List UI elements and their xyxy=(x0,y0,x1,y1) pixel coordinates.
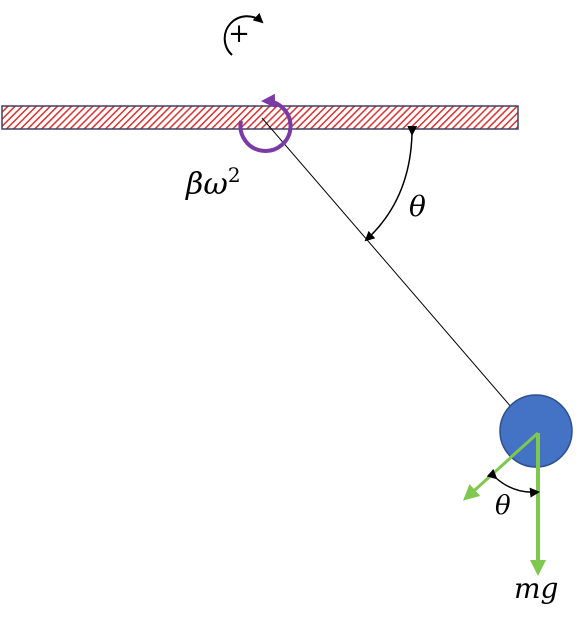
damping-torque-label: βω2 xyxy=(185,163,241,202)
weight-label: mg xyxy=(514,572,558,605)
angle-arc-force xyxy=(486,468,540,498)
ceiling-support xyxy=(1,105,519,130)
sign-convention-label: + xyxy=(228,19,250,49)
force-component-origin xyxy=(509,431,539,460)
angle-arc-main xyxy=(364,125,418,242)
angle-label-force: θ xyxy=(495,491,511,521)
pendulum-string xyxy=(261,117,513,409)
angle-label-main: θ xyxy=(409,190,426,223)
clockwise-rotation-icon xyxy=(223,12,264,56)
damping-torque-arrow xyxy=(238,93,293,153)
